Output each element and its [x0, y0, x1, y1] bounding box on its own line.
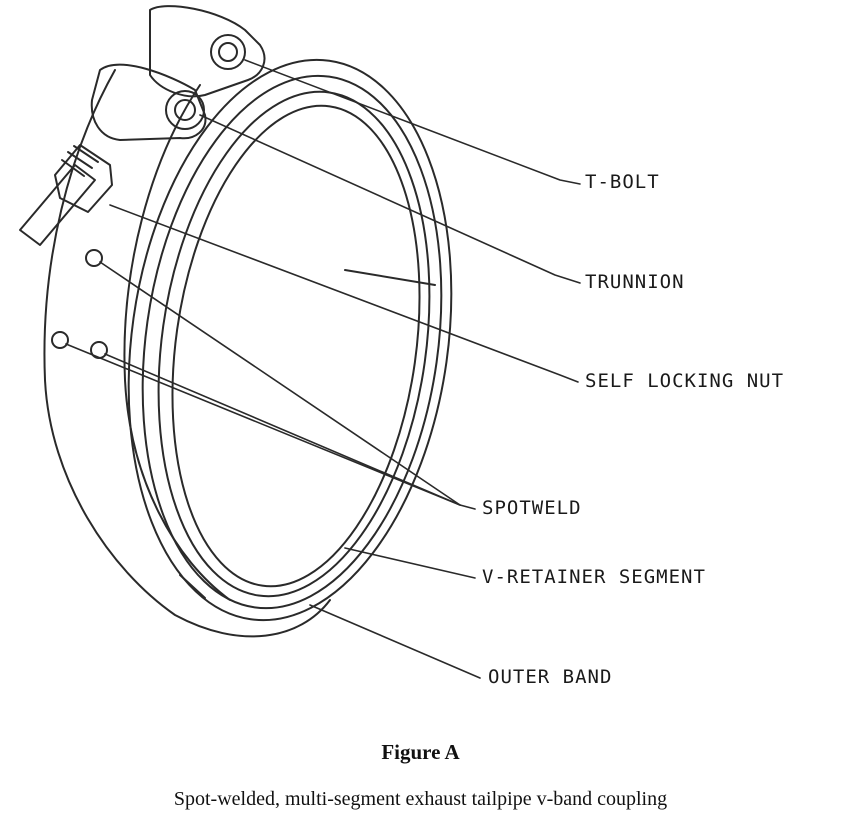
- trunnion-label: TRUNNION: [585, 271, 685, 293]
- segment-break-right: [344, 269, 436, 286]
- self-locking-nut-label: SELF LOCKING NUT: [585, 370, 785, 392]
- v-retainer-ring-2: [157, 90, 431, 598]
- trunnion-body: [90, 63, 207, 141]
- spotweld-hole-2: [51, 331, 69, 349]
- outer-band-label: OUTER BAND: [488, 666, 613, 688]
- outer-ring: [127, 58, 453, 622]
- leader-t-bolt: [244, 59, 581, 185]
- leader-spotweld-2: [65, 343, 461, 506]
- trunnion-eye: [165, 90, 205, 130]
- t-bolt-eye: [210, 34, 246, 70]
- self-locking-nut-shape: [54, 144, 113, 213]
- figure-caption: Spot-welded, multi-segment exhaust tailp…: [173, 788, 668, 810]
- leader-spotweld-1: [99, 261, 461, 506]
- spotweld-hole-1: [85, 249, 103, 267]
- t-bolt-eye-inner: [218, 42, 238, 62]
- leader-outer-band: [309, 604, 481, 679]
- v-retainer-ring-3: [171, 104, 421, 588]
- t-bolt-label: T-BOLT: [585, 171, 660, 193]
- leader-self-locking-nut: [109, 204, 579, 383]
- leader-trunnion: [199, 114, 581, 284]
- v-retainer-segment-label: V-RETAINER SEGMENT: [482, 566, 706, 588]
- figure-title: Figure A: [381, 740, 460, 764]
- leader-spotweld-3: [104, 353, 476, 510]
- outer-band-shape: [43, 69, 331, 638]
- bolt-shaft: [19, 164, 96, 246]
- segment-break-lower: [179, 574, 206, 599]
- outer-band-inner-edge: [123, 84, 231, 601]
- v-retainer-ring-1: [141, 74, 443, 610]
- spotweld-label: SPOTWELD: [482, 497, 582, 519]
- trunnion-eye-inner: [174, 99, 196, 121]
- leader-v-retainer: [344, 547, 476, 579]
- t-bolt-housing: [149, 5, 266, 98]
- bolt-threads: [61, 145, 99, 177]
